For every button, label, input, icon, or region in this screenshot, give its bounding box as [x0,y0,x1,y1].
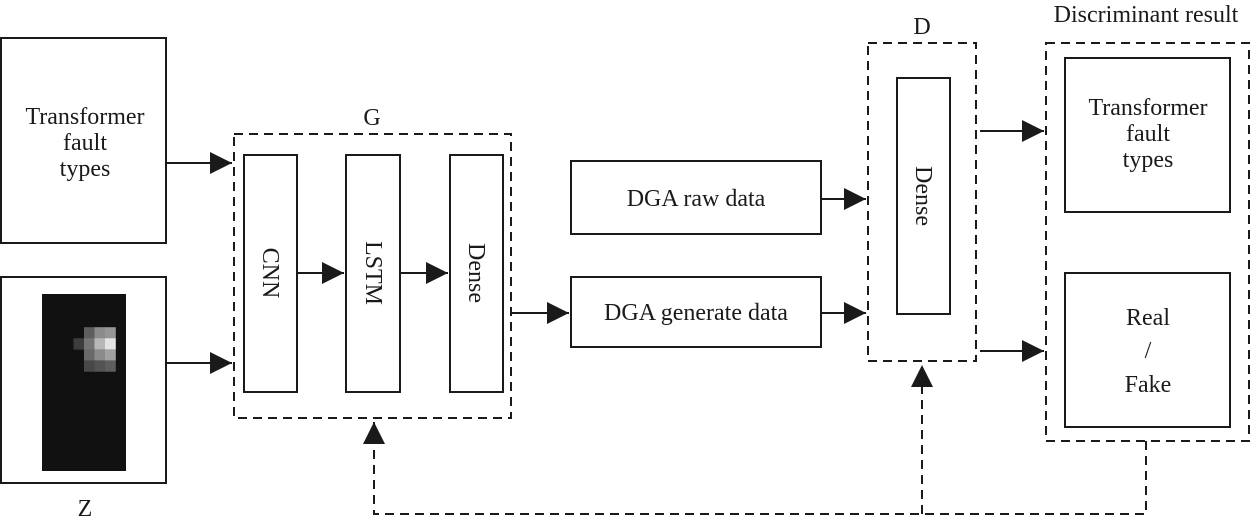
noise-image-pixel [94,338,106,350]
result-fault-types-line-1: Transformer [1088,95,1207,121]
discriminator-group: D Dense [867,14,977,362]
noise-image-pixel [84,327,95,339]
noise-image-pixel [105,349,116,361]
noise-image-pixel [84,349,95,361]
noise-image-pixel [105,338,116,350]
result-fault-types-box [1064,57,1231,213]
noise-image-pixel [105,327,116,339]
discriminator-dense-layer-label: Dense [910,166,936,226]
noise-image-pixel [84,360,95,372]
real-fake-line-1: Real [1126,305,1170,331]
noise-image-pixel [73,338,85,350]
cnn-layer-label: CNN [257,248,283,299]
noise-image-pixel [94,349,106,361]
discriminant-result-group: Discriminant result Transformer fault ty… [1045,2,1250,442]
arrows [166,120,1044,374]
input-fault-types-line-2: fault [63,130,107,156]
generator-label: G [363,105,380,131]
discriminator-label: D [913,14,930,40]
generator-dense-layer-label: Dense [463,243,489,303]
cnn-layer-box [243,154,298,393]
input-fault-types-line-3: types [60,156,111,182]
noise-image-background [42,294,126,471]
real-fake-box [1064,272,1231,428]
dga-raw-data-label: DGA raw data [627,186,766,212]
dga-raw-data-box: DGA raw data [570,160,822,235]
lstm-layer-label: LSTM [360,241,386,305]
noise-image-pixel [105,360,116,372]
result-fault-types-line-3: types [1123,147,1174,173]
noise-image-pixel [84,338,95,350]
noise-image-pixel [94,327,106,339]
generator-dense-layer-box [449,154,504,393]
input-fault-types-line-1: Transformer [25,104,144,130]
real-fake-line-2: / [1145,338,1152,364]
dga-generate-data-label: DGA generate data [604,300,788,326]
noise-label: Z [78,496,93,522]
input-fault-types-box: Transformer fault types [0,37,167,244]
discriminator-dense-layer-box [896,77,951,315]
lstm-layer-box [345,154,401,393]
noise-image [42,294,126,471]
generator-group: G CNN LSTM Dense [233,105,512,419]
input-noise-box: Z [0,276,167,522]
dga-generate-data-box: DGA generate data [570,276,822,348]
discriminant-result-title: Discriminant result [1054,2,1239,28]
result-fault-types-line-2: fault [1126,121,1170,147]
real-fake-line-3: Fake [1125,372,1172,398]
feedback-loop [363,365,1147,515]
feedback-arrow-to-generator [363,422,1147,515]
noise-image-pixel [94,360,106,372]
